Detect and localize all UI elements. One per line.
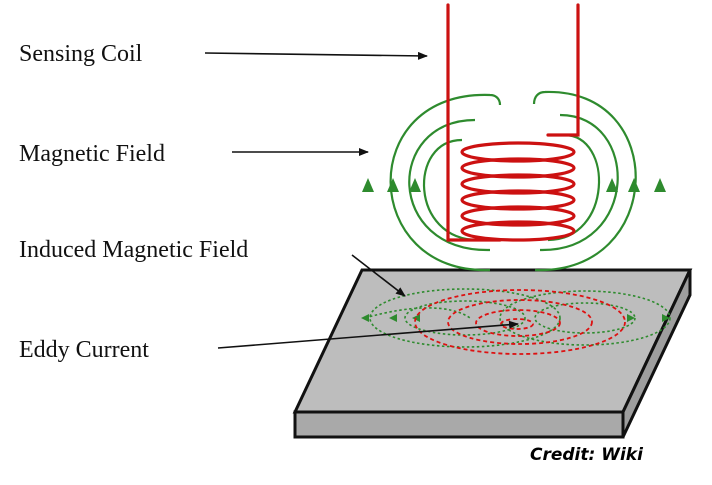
eddy-current-pointer — [217, 320, 519, 349]
metal-plate — [292, 268, 693, 439]
induced-field-pointer — [351, 254, 406, 297]
sensing-coil-pointer — [204, 51, 428, 60]
magnetic-field-arrowheads — [362, 178, 666, 192]
eddy-current-loops — [414, 289, 626, 355]
magnetic-field-label: Magnetic Field — [19, 141, 165, 167]
induced-field-arrowheads — [361, 314, 670, 322]
magnetic-field-lines — [389, 90, 637, 272]
label-pointer-arrows — [204, 51, 519, 349]
coil-lead-right — [546, 3, 580, 137]
induced-magnetic-field-label: Induced Magnetic Field — [19, 237, 249, 263]
sensing-coil — [446, 3, 580, 242]
eddy-current-label: Eddy Current — [19, 337, 149, 363]
coil-lead-left — [446, 3, 502, 242]
plate-front-face — [293, 410, 625, 439]
credit-text: Credit: Wiki — [530, 445, 643, 465]
sensing-coil-label: Sensing Coil — [19, 41, 143, 67]
